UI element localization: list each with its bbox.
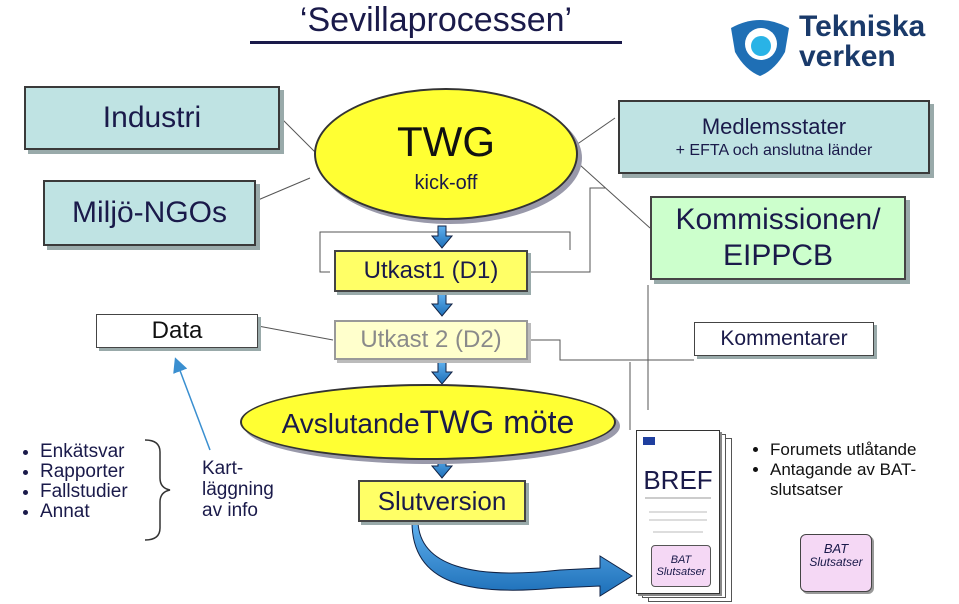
avslutande-prefix: Avslutande [281, 408, 420, 439]
arrow-utkast1-utkast2 [430, 293, 454, 317]
avslutande-text: AvslutandeTWG möte [242, 404, 614, 441]
line-data-utkast2 [257, 325, 334, 341]
logo-text-line2: verken [799, 40, 896, 73]
bref-document: BREF BAT Slutsatser [636, 430, 720, 594]
bref-text-line [653, 531, 703, 533]
bref-bat-label: BAT [670, 554, 692, 566]
bref-label: BREF [643, 465, 713, 495]
forum-list: Forumets utlåtande Antagande av BAT-slut… [756, 440, 956, 500]
bat-scroll-line2: Slutsatser [809, 555, 863, 569]
line-utkast1-right [528, 187, 605, 273]
bref-slutsatser-label: Slutsatser [656, 566, 706, 578]
eu-flag-icon [643, 437, 655, 445]
miljo-ngos-box: Miljö-NGOs [43, 180, 256, 246]
utkast2-box: Utkast 2 (D2) [334, 320, 528, 360]
slutversion-label: Slutversion [377, 485, 507, 516]
medlemsstater-box: Medlemsstater + EFTA och anslutna länder [618, 100, 930, 174]
efta-label: + EFTA och anslutna länder [675, 142, 873, 159]
bat-scroll: BAT Slutsatser [800, 534, 872, 592]
line-utkast2-kommentarer [528, 339, 694, 361]
forum-item: Forumets utlåtande [770, 440, 956, 460]
kommentarer-box: Kommentarer [694, 322, 874, 356]
arrow-kartlaggning-data [173, 357, 211, 451]
logo-mark-icon [731, 20, 789, 76]
line-industri-twg [282, 119, 319, 156]
title-wrapper: ‘Sevillaprocessen’ [250, 0, 622, 44]
kickoff-label: kick-off [414, 172, 478, 194]
data-label: Data [151, 317, 203, 344]
brace-sources [144, 439, 171, 541]
bref-text-line [649, 519, 707, 521]
arrow-utkast2-avslutande [430, 361, 454, 385]
medlemsstater-label: Medlemsstater [701, 114, 847, 139]
bat-scroll-line1: BAT [823, 541, 849, 556]
avslutande-ellipse: AvslutandeTWG möte [240, 384, 616, 460]
forum-item: Antagande av BAT-slutsatser [770, 460, 956, 500]
kommentarer-label: Kommentarer [720, 327, 848, 350]
line-utkast1-left [319, 231, 571, 273]
kartlaggning-line1: Kart- [202, 458, 244, 479]
kommissionen-line1: Kommissionen/ [675, 203, 881, 236]
industri-box: Industri [24, 86, 280, 150]
page-title: ‘Sevillaprocessen’ [299, 1, 573, 39]
miljo-ngos-label: Miljö-NGOs [72, 196, 227, 229]
arrow-slutversion-bref [411, 521, 633, 597]
twg-label: TWG [397, 118, 495, 165]
line-twg-kommission [579, 164, 651, 229]
industri-label: Industri [102, 101, 202, 134]
bref-text-line [645, 497, 711, 499]
kartlaggning-line3: av info [202, 500, 258, 521]
source-item: Annat [40, 502, 152, 522]
kommissionen-line2: EIPPCB [722, 239, 834, 272]
utkast2-label: Utkast 2 (D2) [360, 326, 502, 353]
kartlaggning-label: Kart- läggning av info [202, 458, 302, 521]
source-item: Enkätsvar [40, 442, 152, 462]
kartlaggning-line2: läggning [202, 479, 274, 500]
data-box: Data [96, 314, 258, 348]
kommissionen-box: Kommissionen/ EIPPCB [650, 196, 906, 280]
arrow-twg-utkast1 [430, 225, 454, 249]
line-twg-medlemsstater [575, 117, 616, 146]
source-item: Fallstudier [40, 482, 152, 502]
slutversion-box: Slutversion [358, 480, 526, 522]
bref-text-line [649, 511, 707, 513]
bref-bat-scroll: BAT Slutsatser [651, 545, 711, 587]
logo-text-line1: Tekniska [799, 10, 926, 43]
utkast1-box: Utkast1 (D1) [334, 250, 528, 292]
logo: Tekniska verken [725, 6, 955, 78]
twg-kickoff-ellipse: TWG kick-off [314, 88, 578, 220]
sources-list: Enkätsvar Rapporter Fallstudier Annat [22, 442, 152, 522]
utkast1-label: Utkast1 (D1) [363, 257, 499, 284]
source-item: Rapporter [40, 462, 152, 482]
line-miljo-twg [257, 177, 311, 201]
avslutande-suffix: TWG möte [419, 404, 575, 440]
